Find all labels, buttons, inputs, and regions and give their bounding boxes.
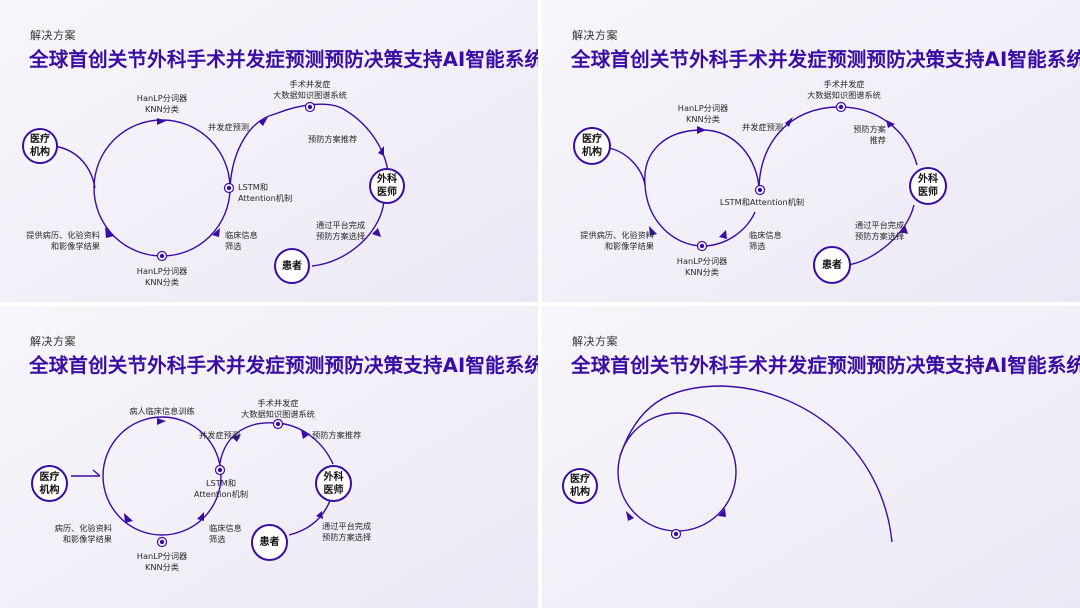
node-hospital: 医疗 机构 — [22, 128, 58, 164]
label-platform-choose: 通过平台完成 预防方案选择 — [322, 521, 372, 542]
label-prevention-recommend: 预防方案推荐 — [308, 134, 358, 144]
label-hanlp-bottom: HanLP分词器 KNN分类 — [676, 256, 728, 277]
label-clinical-screening: 临床信息 筛选 — [209, 523, 242, 544]
flow-diagram — [608, 101, 918, 266]
slide-panel-4: 解决方案 全球首创关节外科手术并发症预测预防决策支持AI智能系统 医疗 机构 — [542, 306, 1080, 608]
label-lstm-attention: LSTM和Attention机制 — [719, 197, 805, 207]
slide-title: 全球首创关节外科手术并发症预测预防决策支持AI智能系统 — [29, 48, 538, 71]
label-prevention-recommend: 预防方案 推荐 — [853, 124, 886, 145]
slide-panel-2: 解决方案 全球首创关节外科手术并发症预测预防决策支持AI智能系统 医疗 机构 外… — [542, 0, 1080, 302]
node-patient: 患者 — [274, 248, 310, 284]
label-provide-records: 提供病历、化验资料 和影像学结果 — [580, 230, 654, 251]
label-prevention-recommend: 预防方案推荐 — [312, 430, 362, 440]
label-hanlp-top: HanLP分词器 KNN分类 — [136, 93, 188, 114]
label-hanlp-bottom: HanLP分词器 KNN分类 — [136, 266, 188, 287]
node-hospital: 医疗 机构 — [31, 465, 68, 502]
label-platform-choose: 通过平台完成 预防方案选择 — [316, 220, 366, 241]
node-hospital: 医疗 机构 — [562, 468, 598, 504]
label-hanlp-bottom: HanLP分词器 KNN分类 — [136, 551, 188, 572]
slide-title: 全球首创关节外科手术并发症预测预防决策支持AI智能系统 — [571, 354, 1080, 377]
label-platform-choose: 通过平台完成 预防方案选择 — [855, 220, 905, 241]
label-knowledge-graph: 手术并发症 大数据知识图谱系统 — [273, 79, 347, 100]
label-clinical-screening: 临床信息 筛选 — [749, 230, 782, 251]
label-patient-training: 病人临床信息训练 — [129, 406, 195, 416]
node-surgeon: 外科 医师 — [909, 167, 947, 205]
node-surgeon: 外科 医师 — [369, 168, 405, 204]
slide-panel-3: 解决方案 全球首创关节外科手术并发症预测预防决策支持AI智能系统 医疗 机构 外… — [0, 306, 538, 608]
label-complication-prediction: 并发症预测 — [199, 430, 240, 440]
label-provide-records: 病历、化验资料 和影像学结果 — [54, 523, 112, 544]
label-knowledge-graph: 手术并发症 大数据知识图谱系统 — [241, 398, 315, 419]
section-kicker: 解决方案 — [30, 29, 76, 42]
label-lstm-attention: LSTM和 Attention机制 — [238, 182, 293, 203]
flow-diagram — [53, 101, 389, 267]
node-surgeon: 外科 医师 — [315, 465, 352, 502]
node-patient: 患者 — [813, 246, 851, 284]
section-kicker: 解决方案 — [572, 29, 618, 42]
flow-diagram — [617, 385, 893, 543]
slide-title: 全球首创关节外科手术并发症预测预防决策支持AI智能系统 — [571, 48, 1080, 71]
slide-panel-1: 解决方案 全球首创关节外科手术并发症预测预防决策支持AI智能系统 医疗 机构 外… — [0, 0, 538, 302]
node-hospital: 医疗 机构 — [573, 127, 611, 165]
node-patient: 患者 — [251, 524, 288, 561]
label-lstm-attention: LSTM和 Attention机制 — [193, 478, 249, 499]
label-clinical-screening: 临床信息 筛选 — [225, 230, 258, 251]
label-complication-prediction: 并发症预测 — [742, 122, 783, 132]
slide-title: 全球首创关节外科手术并发症预测预防决策支持AI智能系统 — [29, 354, 538, 377]
section-kicker: 解决方案 — [30, 335, 76, 348]
label-provide-records: 提供病历、化验资料 和影像学结果 — [26, 230, 100, 251]
section-kicker: 解决方案 — [572, 335, 618, 348]
flow-diagram — [71, 416, 334, 548]
label-hanlp-top: HanLP分词器 KNN分类 — [677, 103, 729, 124]
label-complication-prediction: 并发症预测 — [208, 122, 249, 132]
label-knowledge-graph: 手术并发症 大数据知识图谱系统 — [807, 79, 881, 100]
